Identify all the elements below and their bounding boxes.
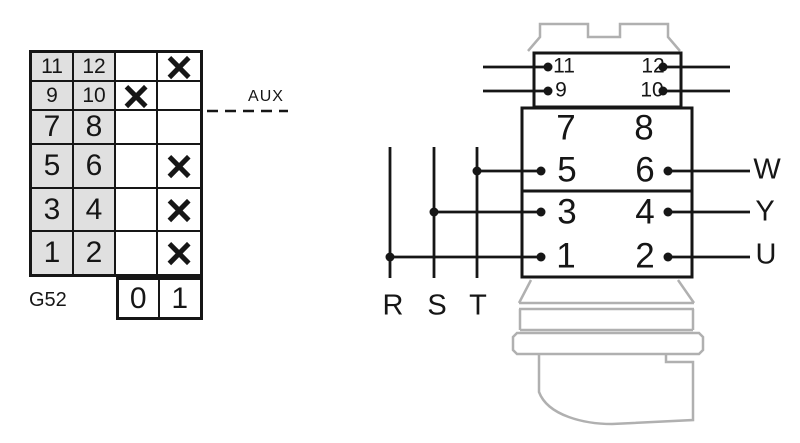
diagram-terminal-1: 1 [556,236,576,276]
model-label: G52 [29,289,67,311]
terminal-cell-6: 6 [74,145,116,189]
terminal-cell-10: 10 [74,82,116,111]
diagram-terminal-11: 11 [553,54,575,78]
contact-mark-cell [116,189,158,232]
diagram-terminal-8: 8 [634,108,654,148]
position-0-header: 0 [119,280,160,317]
diagram-terminal-4: 4 [635,192,655,232]
contact-mark-cell [116,145,158,189]
switch-cap-outline [527,22,681,52]
diagram-terminal-3: 3 [557,192,577,232]
contact-mark-cell [116,53,158,82]
position-1-header: 1 [171,281,189,315]
switch-flange-outline [511,331,705,356]
terminal-cell-11: 11 [32,53,74,82]
contact-mark-cell [116,111,158,145]
terminal-cell-5: 5 [32,145,74,189]
terminal-dots [385,62,673,262]
contact-mark-cell: × [165,227,193,279]
contact-mark-cell: × [158,143,200,189]
diagram-terminal-2: 2 [635,236,655,276]
terminal-cell-7: 7 [32,111,74,145]
switch-position-row: 0 1 [116,277,203,320]
terminal-cell-2: 2 [74,232,116,274]
diagram-terminal-12: 12 [641,54,665,78]
contact-table: 11 12 × 9 10 × 7 8 5 6 × 3 4 × 1 2 × [29,44,203,279]
terminal-cell-3: 3 [32,189,74,232]
contact-mark-cell [158,82,200,111]
output-label-w: W [753,153,781,186]
contact-blocks [520,51,694,279]
diagram-terminal-6: 6 [635,150,655,190]
diagram-terminal-5: 5 [557,150,577,190]
diagram-terminal-10: 10 [640,78,664,102]
aux-label: AUX [248,88,284,105]
aux-contact-block-box [532,51,683,109]
phase-label-s: S [427,289,447,322]
diagram-terminal-7: 7 [556,108,576,148]
output-label-y: Y [755,195,775,228]
terminal-cell-1: 1 [32,232,74,274]
switch-body-outline [511,22,705,426]
switch-neck-outline [517,279,696,332]
terminal-cell-4: 4 [74,189,116,232]
contact-mark-cell: × [158,187,200,233]
terminal-cell-9: 9 [32,82,74,111]
diagram-terminal-9: 9 [555,78,567,102]
contact-mark-cell [116,232,158,274]
switch-handle-outline [537,354,695,426]
contact-mark-cell [158,111,200,145]
phase-label-r: R [382,289,404,322]
terminal-cell-8: 8 [74,111,116,145]
phase-label-t: T [469,289,487,322]
output-label-u: U [755,238,777,271]
terminal-cell-12: 12 [74,53,116,82]
